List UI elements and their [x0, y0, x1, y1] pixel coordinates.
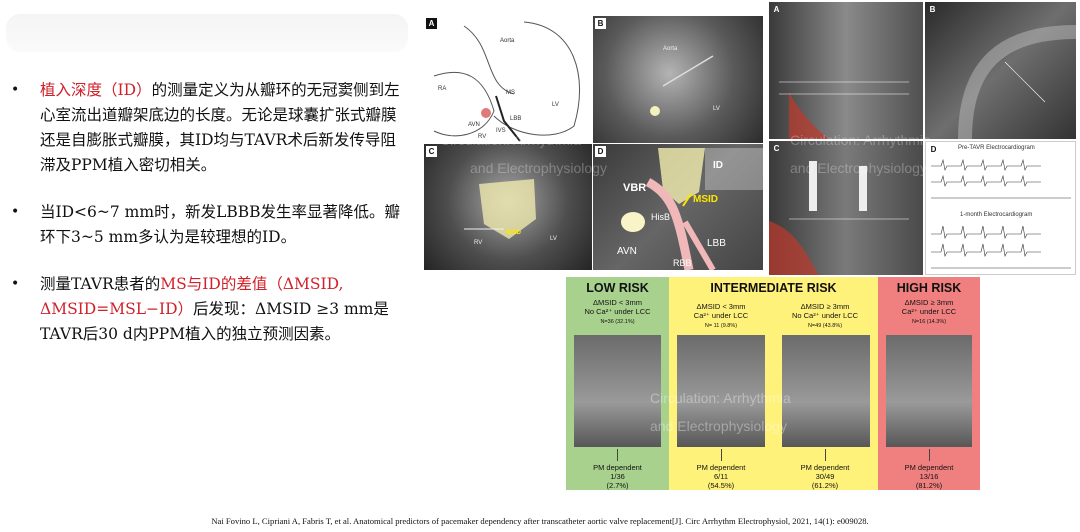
- ecg-post-title: 1-month Electrocardiogram: [960, 212, 1033, 218]
- bullet-list: • 植入深度（ID）的测量定义为从瓣环的无冠窦侧到左心室流出道瓣架底边的长度。无…: [8, 78, 403, 369]
- risk-title: HIGH RISK: [896, 281, 962, 295]
- risk-pct: (61.2%): [811, 481, 839, 490]
- risk-title: INTERMEDIATE RISK: [710, 281, 837, 295]
- risk-intermediate: INTERMEDIATE RISK ΔMSID < 3mm Ca²⁺ under…: [669, 277, 878, 490]
- risk-pct: (81.2%): [915, 481, 943, 490]
- panel-letter: C: [773, 144, 780, 153]
- figure2-panel-b: B: [925, 2, 1076, 139]
- panel-letter: C: [426, 146, 437, 157]
- figure2-panel-a: A: [769, 2, 923, 139]
- ct-scan-2a: [779, 81, 909, 139]
- panel-letter: D: [595, 146, 606, 157]
- panel-letter: B: [595, 18, 606, 29]
- label-vbr: VBR: [623, 182, 647, 194]
- ct-scan-b: [650, 55, 714, 116]
- label-lbb: LBB: [707, 238, 726, 249]
- risk-low: LOW RISK ΔMSID < 3mm No Ca²⁺ under LCC N…: [566, 277, 669, 490]
- ct-scan-c: [464, 179, 536, 239]
- bullet-id-threshold: • 当ID<6~7 mm时，新发LBBB发生率显著降低。瓣环下3~5 mm多认为…: [8, 200, 403, 250]
- bullet-text: 的测量定义为从瓣环的无冠窦侧到左心室流出道瓣架底边的长度。无论是球囊扩张式瓣膜还…: [40, 81, 400, 174]
- ecg-traces: [931, 158, 1071, 269]
- risk-frac: 30/49: [815, 472, 835, 481]
- bullet-text: 测量TAVR患者的: [40, 275, 161, 293]
- ct-valve-image: [574, 335, 661, 447]
- risk-cond2: No Ca²⁺ under LCC: [791, 311, 859, 320]
- panel-letter: A: [426, 18, 437, 29]
- ct-valve-image: [677, 335, 765, 447]
- ct-valve-image: [782, 335, 870, 447]
- label-lv: LV: [713, 106, 720, 112]
- risk-n: N=36 (32.1%): [600, 319, 635, 325]
- ct-scan-2c: [769, 161, 909, 275]
- label-aorta: Aorta: [500, 38, 515, 44]
- heart-diagram: [433, 21, 581, 142]
- risk-frac: 1/36: [610, 472, 625, 481]
- citation: Nai Fovino L, Cipriani A, Fabris T, et a…: [211, 516, 869, 526]
- risk-pct: (2.7%): [606, 481, 629, 490]
- label-ra: RA: [438, 86, 447, 92]
- bullet-dot: •: [11, 82, 20, 98]
- figure2-panel-c: C: [769, 141, 923, 275]
- risk-pct: (54.5%): [707, 481, 735, 490]
- risk-cond1: ΔMSID ≥ 3mm: [800, 302, 850, 311]
- risk-n: N=49 (43.8%): [807, 323, 843, 329]
- risk-cond1: ΔMSID < 3mm: [696, 302, 746, 311]
- label-ms: MS: [506, 90, 515, 96]
- risk-n: N=16 (14.3%): [911, 319, 947, 325]
- figure1-panel-b: B Aorta LV: [593, 16, 763, 143]
- blurred-title-bar: [6, 14, 408, 52]
- bullet-highlight: 植入深度（ID）: [40, 81, 152, 99]
- risk-cond2: No Ca²⁺ under LCC: [584, 307, 651, 316]
- ct-valve-image: [886, 335, 972, 447]
- figure1-panel-d: D ID VBR MSID HisB AVN LBB RBB: [593, 144, 763, 270]
- label-rv: RV: [474, 240, 483, 246]
- panel-letter: D: [928, 144, 939, 155]
- bullet-text: 后发现：ΔMSID ≥3 mm是TAVR后30 d内PPM植入的独立预测因素。: [40, 300, 389, 343]
- risk-cond1: ΔMSID ≥ 3mm: [904, 298, 954, 307]
- label-rv: RV: [478, 134, 487, 140]
- bullet-implant-depth: • 植入深度（ID）的测量定义为从瓣环的无冠窦侧到左心室流出道瓣架底边的长度。无…: [8, 78, 403, 178]
- fluoro-2b: [958, 25, 1076, 139]
- panel-letter: A: [773, 5, 780, 14]
- risk-n: N= 11 (9.8%): [704, 323, 738, 329]
- label-his: HisB: [651, 212, 671, 222]
- label-msid: MSID: [506, 230, 521, 236]
- label-avn: AVN: [617, 246, 637, 257]
- label-id: ID: [713, 160, 723, 171]
- figure2-panel-d: D Pre-TAVR Electrocardiogram 1-month Ele…: [925, 141, 1076, 275]
- risk-high: HIGH RISK ΔMSID ≥ 3mm Ca²⁺ under LCC N=1…: [878, 277, 980, 490]
- label-rbb: RBB: [673, 258, 692, 268]
- label-lv: LV: [550, 236, 557, 242]
- label-ivs: IVS: [496, 128, 506, 134]
- risk-pm: PM dependent: [904, 463, 954, 472]
- panel-letter: B: [929, 5, 936, 14]
- risk-title: LOW RISK: [586, 281, 649, 295]
- risk-pm: PM dependent: [593, 463, 642, 472]
- risk-cond2: Ca²⁺ under LCC: [901, 307, 957, 316]
- risk-pm: PM dependent: [696, 463, 746, 472]
- bullet-text: 当ID<6~7 mm时，新发LBBB发生率显著降低。瓣环下3~5 mm多认为是较…: [40, 203, 401, 246]
- ecg-pre-title: Pre-TAVR Electrocardiogram: [958, 145, 1035, 151]
- risk-cond1: ΔMSID < 3mm: [593, 298, 642, 307]
- label-msid: MSID: [693, 194, 718, 205]
- risk-frac: 13/16: [919, 472, 939, 481]
- label-lv: LV: [552, 102, 559, 108]
- figure1-panel-a: A Aorta RA LV MS AVN RV IVS LBB: [424, 16, 592, 143]
- label-aorta: Aorta: [663, 46, 678, 52]
- risk-frac: 6/11: [713, 472, 729, 481]
- label-lbb: LBB: [510, 116, 522, 122]
- risk-cond2: Ca²⁺ under LCC: [693, 311, 749, 320]
- bullet-highlight: MS与ID的差值（ΔMSID, ΔMSID=MSL−ID）: [40, 275, 344, 318]
- label-avn: AVN: [468, 122, 480, 128]
- bullet-dot: •: [11, 204, 20, 220]
- bullet-dot: •: [11, 276, 20, 292]
- risk-pm: PM dependent: [800, 463, 850, 472]
- ct-scan-d: [621, 148, 763, 270]
- bullet-msid: • 测量TAVR患者的MS与ID的差值（ΔMSID, ΔMSID=MSL−ID）…: [8, 272, 403, 347]
- figure1-panel-c: C MSID RV LV: [424, 144, 592, 270]
